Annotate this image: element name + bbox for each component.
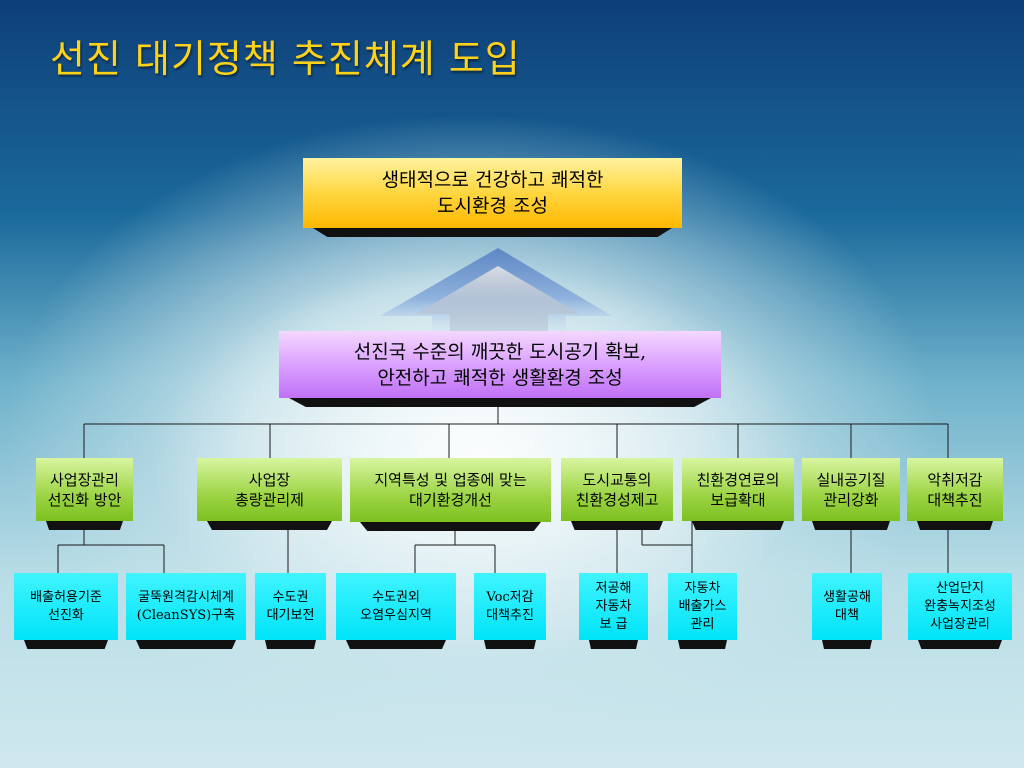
task-box: 배출허용기준 선진화 [14,573,118,640]
task-box: 저공해 자동차 보 급 [579,573,648,640]
task-box: Voc저감 대책추진 [474,573,546,640]
strategy-box: 도시교통의 친환경성제고 [561,458,673,521]
task-box: 굴뚝원격감시체계 (CleanSYS)구축 [126,573,246,640]
up-arrow-icon [380,248,612,332]
task-box: 수도권외 오염우심지역 [336,573,456,640]
strategy-box: 사업장 총량관리제 [197,458,342,521]
strategy-box: 친환경연료의 보급확대 [682,458,794,521]
vision-box: 선진국 수준의 깨끗한 도시공기 확보, 안전하고 쾌적한 생활환경 조성 [279,331,721,398]
strategy-box: 실내공기질 관리강화 [802,458,900,521]
task-box: 산업단지 완충녹지조성 사업장관리 [908,573,1012,640]
strategy-box: 사업장관리 선진화 방안 [36,458,133,521]
goal-box: 생태적으로 건강하고 쾌적한 도시환경 조성 [303,158,682,228]
task-box: 수도권 대기보전 [255,573,326,640]
strategy-box: 악취저감 대책추진 [907,458,1003,521]
slide-title: 선진 대기정책 추진체계 도입 [50,37,521,81]
task-box: 생활공해 대책 [812,573,882,640]
task-box: 자동차 배출가스 관리 [668,573,737,640]
strategy-box: 지역특성 및 업종에 맞는 대기환경개선 [350,458,551,522]
